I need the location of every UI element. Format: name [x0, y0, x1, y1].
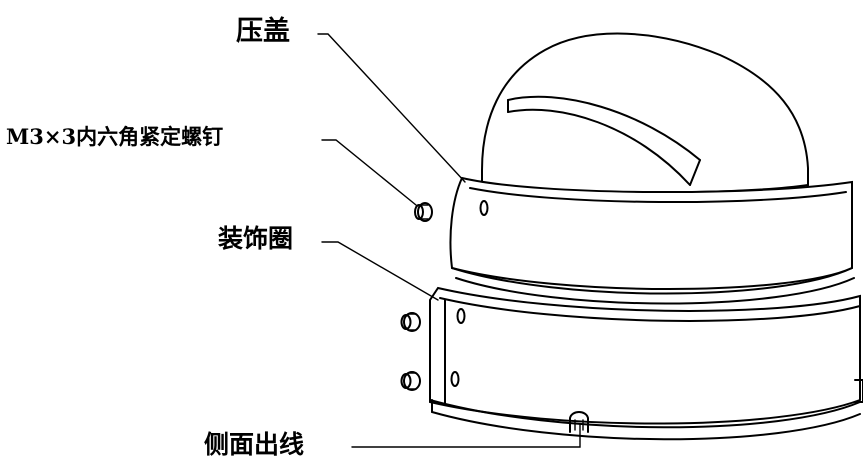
- leader-screw: [321, 139, 417, 206]
- screw-bottom: [400, 371, 421, 391]
- label-decorative-ring: 装饰圈: [218, 224, 294, 253]
- label-side-outlet: 侧面出线: [204, 430, 305, 459]
- label-pressure-cover: 压盖: [236, 16, 290, 47]
- screw-middle: [400, 312, 421, 332]
- screw-top: [414, 202, 433, 222]
- decorative-ring: [429, 286, 863, 441]
- label-set-screw: M3×3内六角紧定螺钉: [6, 124, 224, 149]
- leader-outlet: [351, 423, 581, 448]
- leader-cover: [317, 33, 466, 183]
- pressure-cover: [449, 176, 855, 305]
- leader-ring: [321, 241, 439, 301]
- dome-glass: [481, 32, 809, 194]
